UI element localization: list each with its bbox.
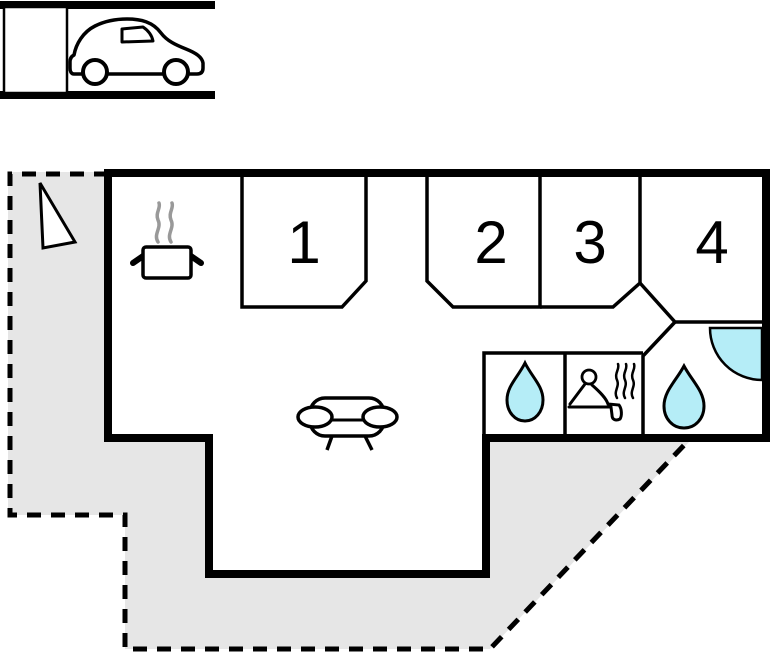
wc-water-drop-icon (505, 359, 545, 423)
interior-walls (240, 176, 766, 438)
sauna-person-head (580, 368, 598, 386)
sauna-person-body (590, 383, 623, 422)
shower-quarter-circle-icon (708, 326, 764, 382)
carport-bottom-wall (0, 91, 215, 99)
bathroom-water-drop-icon (662, 362, 706, 430)
steam-line (167, 201, 175, 244)
wc-sauna-walls (482, 351, 643, 438)
room-1-label: 1 (287, 209, 320, 276)
carport-top-wall (0, 1, 215, 9)
sofa-icon (296, 396, 399, 451)
carport-storage-room (2, 5, 69, 95)
terrace-fill (8, 172, 690, 649)
room-2-label: 2 (474, 209, 507, 276)
car-wheel-front (162, 58, 190, 86)
sofa-leg (325, 435, 334, 451)
north-arrow-icon (38, 182, 78, 250)
car-wheel-rear (81, 58, 109, 86)
sauna-steam-line (614, 362, 620, 400)
terrace-area (7, 171, 690, 652)
room-3-walls (540, 176, 642, 309)
sauna-person-icon (567, 362, 636, 422)
cooking-pot-icon (130, 201, 204, 280)
outer-walls (104, 169, 770, 578)
room-1-walls (240, 176, 368, 309)
room-3-label: 3 (573, 209, 606, 276)
sauna-steam-line (630, 362, 636, 400)
room-2-walls (425, 176, 542, 309)
car-icon (68, 17, 205, 86)
building-outline (104, 169, 770, 578)
bathroom-left-wall (641, 320, 677, 438)
sofa-armrest-right (361, 405, 399, 429)
pot-body (141, 245, 193, 280)
car-window (120, 25, 155, 44)
terrace-dashed-border (7, 171, 690, 652)
room-labels: 1 2 3 4 (287, 209, 728, 276)
sofa-armrest-left (296, 405, 334, 429)
sofa-leg (363, 435, 374, 451)
steam-line (154, 201, 162, 244)
sauna-person-arm (568, 382, 587, 406)
room-4-label: 4 (695, 209, 728, 276)
sauna-steam-line (622, 362, 628, 400)
carport (0, 1, 215, 99)
